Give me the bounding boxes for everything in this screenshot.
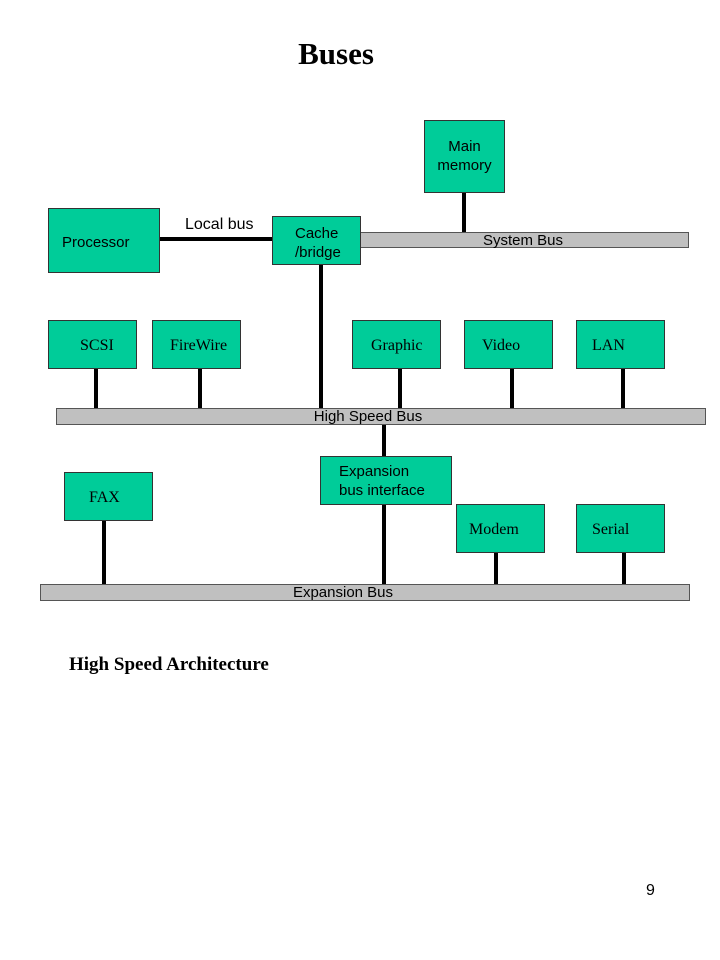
scsi-wire bbox=[94, 368, 98, 409]
lan-wire bbox=[621, 368, 625, 409]
processor-label: Processor bbox=[62, 234, 130, 251]
interface-expansion-bus-wire bbox=[382, 504, 386, 585]
high-speed-bus: High Speed Bus bbox=[56, 408, 706, 425]
processor-box: Processor bbox=[48, 208, 160, 273]
main-memory-label: Main memory bbox=[437, 138, 492, 174]
video-wire bbox=[510, 368, 514, 409]
fax-box: FAX bbox=[64, 472, 153, 521]
fax-label: FAX bbox=[89, 489, 120, 506]
memory-system-bus-wire bbox=[462, 192, 466, 232]
scsi-box: SCSI bbox=[48, 320, 137, 369]
graphic-wire bbox=[398, 368, 402, 409]
graphic-box: Graphic bbox=[352, 320, 441, 369]
modem-label: Modem bbox=[469, 521, 519, 538]
lan-label: LAN bbox=[592, 337, 625, 354]
lan-box: LAN bbox=[576, 320, 665, 369]
modem-wire bbox=[494, 552, 498, 585]
expansion-interface-label: Expansion bus interface bbox=[339, 463, 425, 499]
system-bus: System Bus bbox=[357, 232, 689, 248]
video-label: Video bbox=[482, 337, 521, 354]
modem-box: Modem bbox=[456, 504, 545, 553]
serial-box: Serial bbox=[576, 504, 665, 553]
local-bus-label: Local bus bbox=[185, 216, 254, 233]
serial-wire bbox=[622, 552, 626, 585]
firewire-label: FireWire bbox=[170, 337, 228, 354]
firewire-box: FireWire bbox=[152, 320, 241, 369]
video-box: Video bbox=[464, 320, 553, 369]
local-bus-line bbox=[159, 237, 272, 241]
page-number: 9 bbox=[646, 882, 655, 899]
expansion-bus-label: Expansion Bus bbox=[292, 584, 394, 601]
expansion-bus: Expansion Bus bbox=[40, 584, 690, 601]
firewire-wire bbox=[198, 368, 202, 409]
system-bus-label: System Bus bbox=[482, 232, 564, 249]
graphic-label: Graphic bbox=[371, 337, 423, 354]
fax-wire bbox=[102, 520, 106, 585]
diagram-caption: High Speed Architecture bbox=[69, 654, 269, 675]
main-memory-box: Main memory bbox=[424, 120, 505, 193]
cache-high-speed-bus-wire bbox=[319, 264, 323, 409]
serial-label: Serial bbox=[592, 521, 630, 538]
high-speed-to-interface-wire bbox=[382, 424, 386, 456]
cache-bridge-box: Cache /bridge bbox=[272, 216, 361, 265]
expansion-interface-box: Expansion bus interface bbox=[320, 456, 452, 505]
cache-bridge-label: Cache /bridge bbox=[295, 225, 341, 261]
scsi-label: SCSI bbox=[80, 337, 114, 354]
high-speed-bus-label: High Speed Bus bbox=[313, 408, 423, 425]
page-title: Buses bbox=[298, 36, 374, 71]
